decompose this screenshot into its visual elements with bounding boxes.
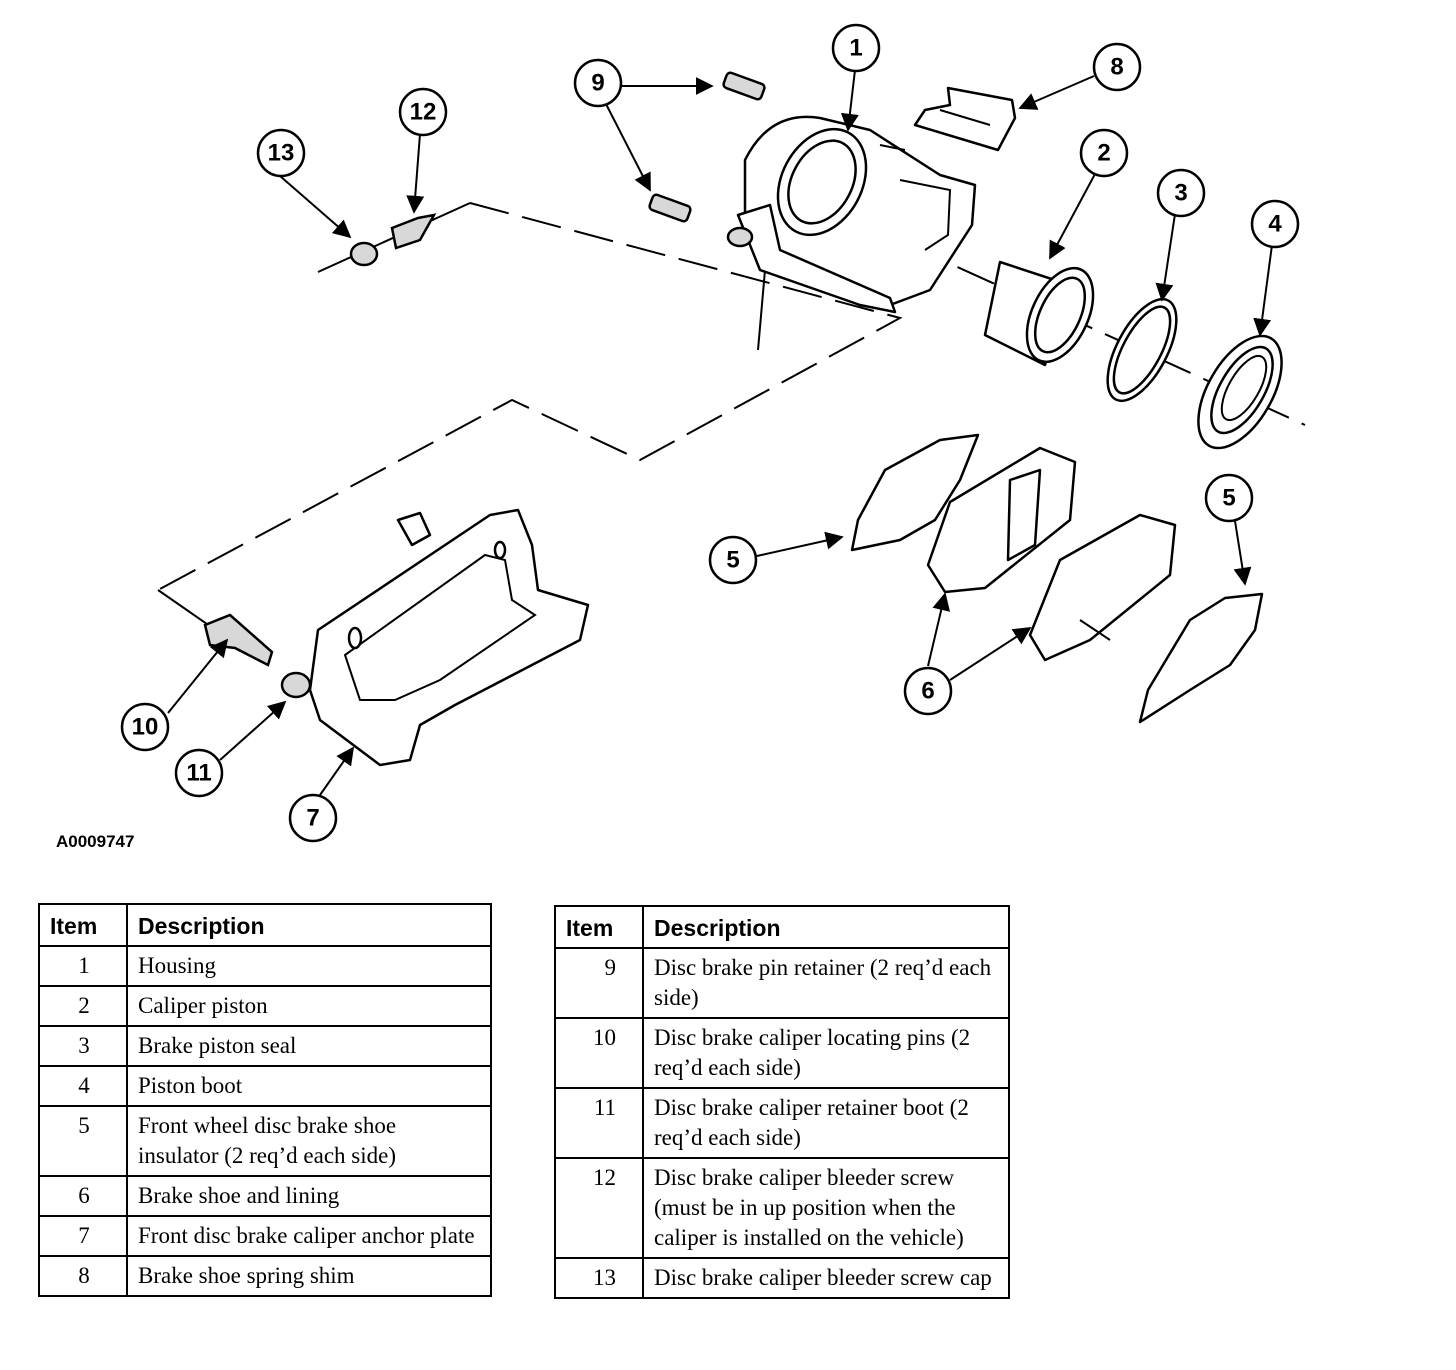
item-number: 7: [38, 1215, 128, 1257]
callout-12: 12: [398, 87, 448, 137]
item-number: 1: [38, 945, 128, 987]
svg-text:5: 5: [1222, 485, 1235, 512]
locating-pin: [203, 613, 274, 667]
svg-text:5: 5: [726, 547, 739, 574]
svg-text:8: 8: [1110, 54, 1123, 81]
svg-text:10: 10: [132, 714, 159, 741]
item-description: Disc brake caliper bleeder screw cap: [642, 1257, 1010, 1299]
item-description: Front disc brake caliper anchor plate: [126, 1215, 492, 1257]
brake-shoe-inner: [926, 446, 1077, 594]
piston-seal-inner: [1112, 305, 1172, 395]
legend-header: Item Description: [554, 905, 1010, 949]
svg-text:13: 13: [268, 140, 295, 167]
header-item: Item: [38, 903, 128, 947]
callout-4: 4: [1250, 199, 1300, 249]
header-item: Item: [554, 905, 644, 949]
pin-retainer-upper: [722, 71, 766, 101]
retainer-boot: [280, 671, 312, 699]
item-number: 4: [38, 1065, 128, 1107]
item-number: 5: [38, 1105, 128, 1177]
item-number: 2: [38, 985, 128, 1027]
caliper-housing: [726, 115, 977, 314]
brake-shoe-outer: [1028, 513, 1177, 662]
callout-7: 7: [288, 793, 338, 843]
svg-text:2: 2: [1097, 140, 1110, 167]
item-description: Caliper piston: [126, 985, 492, 1027]
callout-5-left: 5: [708, 535, 758, 585]
callout-8: 8: [1092, 42, 1142, 92]
callout-6: 6: [903, 666, 953, 716]
callout-2: 2: [1079, 128, 1129, 178]
figure-id: A0009747: [56, 832, 135, 851]
item-description: Brake shoe and lining: [126, 1175, 492, 1217]
callout-5-right: 5: [1204, 473, 1254, 523]
item-number: 10: [554, 1017, 644, 1089]
bleeder-screw: [390, 213, 437, 250]
legend-header: Item Description: [38, 903, 492, 947]
pin-retainer-lower: [648, 193, 692, 223]
item-number: 8: [38, 1255, 128, 1297]
svg-text:11: 11: [186, 760, 211, 787]
callout-13: 13: [256, 128, 306, 178]
svg-text:6: 6: [921, 678, 934, 705]
svg-text:1: 1: [849, 35, 862, 62]
item-description: Front wheel disc brake shoe insulator (2…: [126, 1105, 492, 1177]
header-description: Description: [126, 903, 492, 947]
svg-text:3: 3: [1174, 180, 1187, 207]
header-description: Description: [642, 905, 1010, 949]
item-number: 6: [38, 1175, 128, 1217]
callout-10: 10: [120, 702, 170, 752]
housing-guide-line: [757, 269, 766, 351]
item-number: 9: [554, 947, 644, 1019]
callout-9: 9: [573, 58, 623, 108]
item-number: 3: [38, 1025, 128, 1067]
item-description: Disc brake caliper retainer boot (2 req’…: [642, 1087, 1010, 1159]
svg-text:4: 4: [1268, 211, 1282, 238]
shoe-insulator-right: [1138, 592, 1264, 724]
callout-11: 11: [174, 748, 224, 798]
bleeder-leader-dashed: [157, 202, 903, 591]
item-description: Brake piston seal: [126, 1025, 492, 1067]
svg-text:12: 12: [410, 99, 437, 126]
item-number: 13: [554, 1257, 644, 1299]
spring-shim: [913, 86, 1017, 152]
callout-1: 1: [831, 23, 881, 73]
caliper-anchor-plate: [308, 508, 590, 767]
item-description: Disc brake caliper bleeder screw (must b…: [642, 1157, 1010, 1259]
callout-3: 3: [1156, 168, 1206, 218]
item-description: Disc brake caliper locating pins (2 req’…: [642, 1017, 1010, 1089]
piston-boot: [1197, 334, 1283, 450]
caliper-piston: [983, 260, 1095, 367]
item-description: Piston boot: [126, 1065, 492, 1107]
bleeder-screw-cap: [349, 241, 379, 267]
item-description: Disc brake pin retainer (2 req’d each si…: [642, 947, 1010, 1019]
item-number: 12: [554, 1157, 644, 1259]
item-number: 11: [554, 1087, 644, 1159]
item-description: Housing: [126, 945, 492, 987]
exploded-view-diagram: 1 2 3 4 5 5 6 7 8 9 10 11 12 13: [120, 23, 1306, 843]
svg-text:7: 7: [306, 805, 319, 832]
shoe-insulator-left: [850, 433, 980, 552]
svg-text:9: 9: [591, 70, 604, 97]
item-description: Brake shoe spring shim: [126, 1255, 492, 1297]
